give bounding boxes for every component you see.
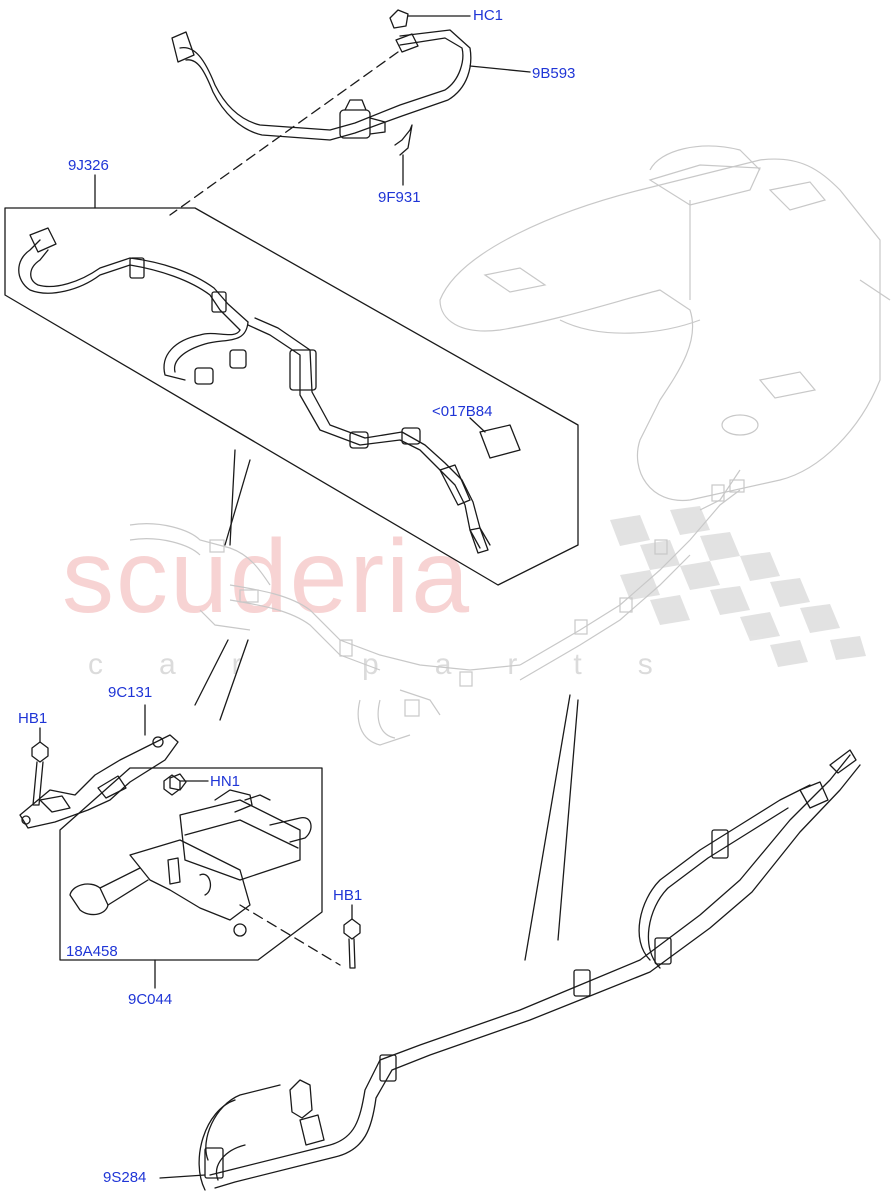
- harness-kit-box: [4, 207, 579, 586]
- label-hc1: HC1: [473, 7, 504, 24]
- leader-d: [219, 639, 249, 721]
- bolt-hb1-left: [31, 741, 49, 806]
- clip-9f931: [394, 124, 413, 156]
- label-9s284: 9S284: [103, 1169, 147, 1186]
- leader-c: [194, 639, 229, 706]
- bolt-hb1-right: [343, 918, 361, 969]
- leader-f: [557, 699, 579, 941]
- label-9b593: 9B593: [532, 65, 576, 82]
- label-9j326: 9J326: [68, 157, 109, 174]
- checkered-flag-watermark: [610, 506, 866, 667]
- harness-9j326: [18, 227, 521, 554]
- label-hb1-right: HB1: [333, 887, 363, 904]
- dashed-leader-bottom: [239, 904, 341, 966]
- canister-9c044: [129, 773, 312, 937]
- label-leader-017b84: [469, 417, 486, 433]
- label-leader-9b593: [469, 65, 531, 73]
- pad-18a458: [69, 867, 149, 916]
- label-9c044: 9C044: [128, 991, 173, 1008]
- fuel-line-9s284: [198, 749, 861, 1191]
- watermark-brand: scuderia: [62, 519, 472, 635]
- label-9c131: 9C131: [108, 684, 153, 701]
- bracket-9c131: [19, 734, 179, 829]
- label-hb1-left: HB1: [18, 710, 48, 727]
- watermark-tagline: car parts: [88, 648, 709, 681]
- leader-e: [524, 694, 571, 961]
- label-hn1: HN1: [210, 773, 241, 790]
- nut-hn1: [163, 774, 181, 796]
- label-18a458: 18A458: [66, 943, 118, 960]
- dashed-leader-top: [169, 51, 399, 216]
- label-9f931: 9F931: [378, 189, 421, 206]
- leader-b: [224, 459, 251, 546]
- fuel-tank-ghost: [439, 145, 891, 511]
- leader-a: [229, 449, 236, 546]
- canister-kit-box: [59, 767, 323, 961]
- label-leader-9s284: [159, 1174, 206, 1179]
- background-harness-ghost: [129, 479, 745, 746]
- line-art: [4, 9, 861, 1191]
- label-017b84: <017B84: [432, 403, 493, 420]
- breather-pipe-9b593: [171, 9, 472, 141]
